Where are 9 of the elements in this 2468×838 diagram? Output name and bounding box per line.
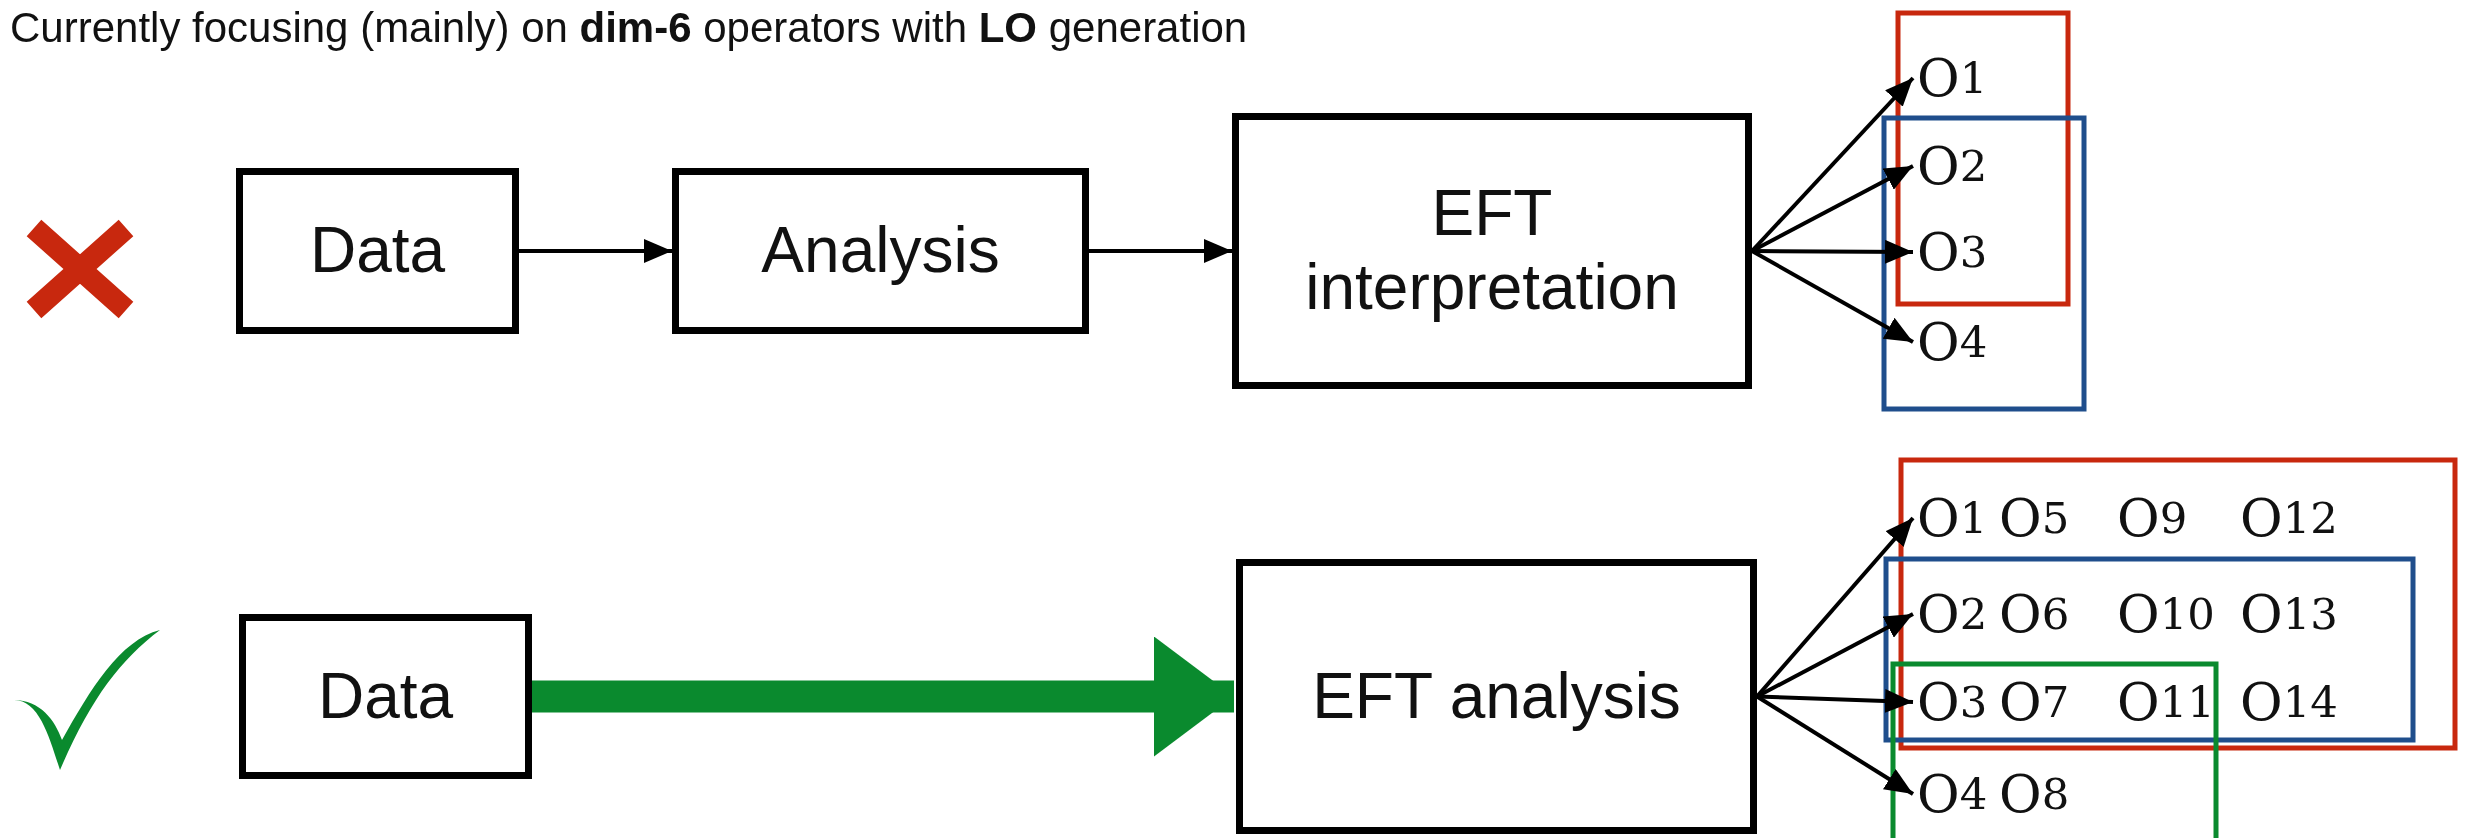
arrow [532,636,1234,757]
process-box: Analysis [672,168,1089,334]
process-box: EFT interpretation [1232,113,1752,389]
process-box: EFT analysis [1236,559,1757,834]
arrow [1089,239,1232,263]
arrow [519,239,672,263]
slide-heading: Currently focusing (mainly) on dim-6 operators with LO generation [10,4,1248,52]
process-box: Data [239,614,532,779]
process-box: Data [236,168,519,334]
